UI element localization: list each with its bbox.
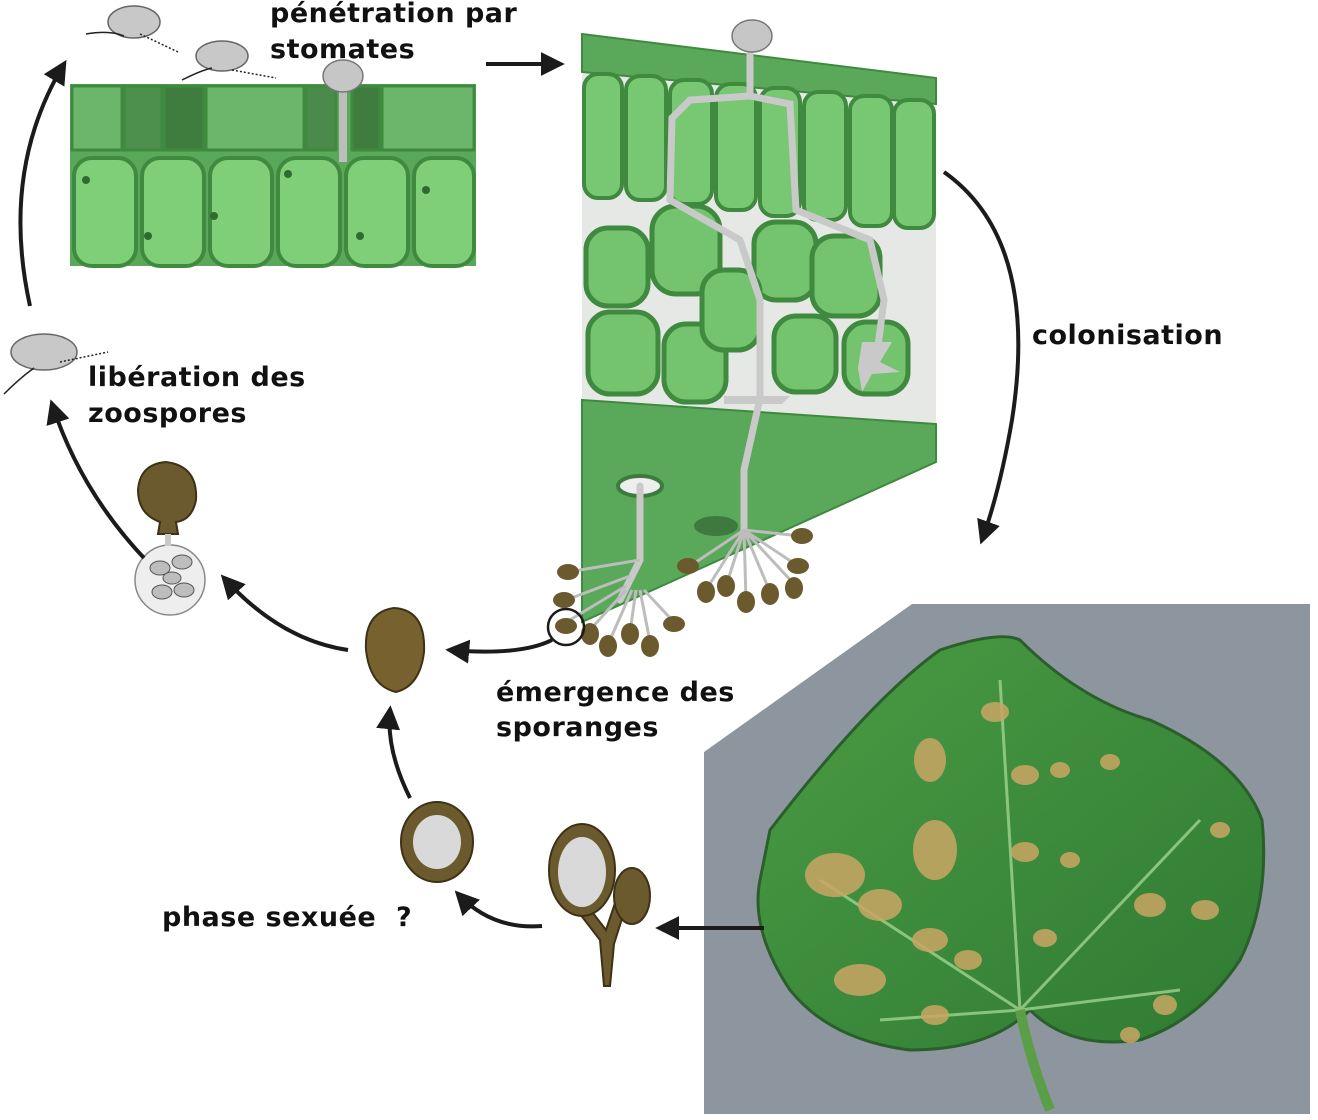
arrow-emergence [445,638,553,664]
label-penetration-line1: pénétration par [270,0,518,29]
arrow-to-germination [220,574,349,652]
released-zoospore [3,333,109,395]
sporangiophores [546,528,813,657]
label-liberation-line1: libération des [88,362,306,393]
arrow-to-zoospore [46,399,146,560]
arrow-oospore-to-sporangium [376,705,412,799]
arrow-to-oospore [454,890,543,929]
zoospores-top [85,5,277,81]
arrow-colonisation [942,170,1021,545]
arrow-to-penetration [18,59,67,307]
label-phase-sexuee: phase sexuée ? [162,902,413,933]
epidermis-section [70,59,476,268]
germinating-sporangium [134,460,206,616]
oospore [400,801,474,883]
label-emergence-line2: sporanges [496,712,659,743]
label-liberation-line2: zoospores [88,398,247,429]
sporangium [364,606,426,694]
label-emergence-line1: émergence des [496,677,735,708]
oogonium-structure [548,823,651,987]
label-colonisation: colonisation [1032,320,1224,351]
label-penetration-line2: stomates [270,34,416,65]
infected-leaf-photo [704,604,1310,1114]
tissue-section [581,19,937,624]
